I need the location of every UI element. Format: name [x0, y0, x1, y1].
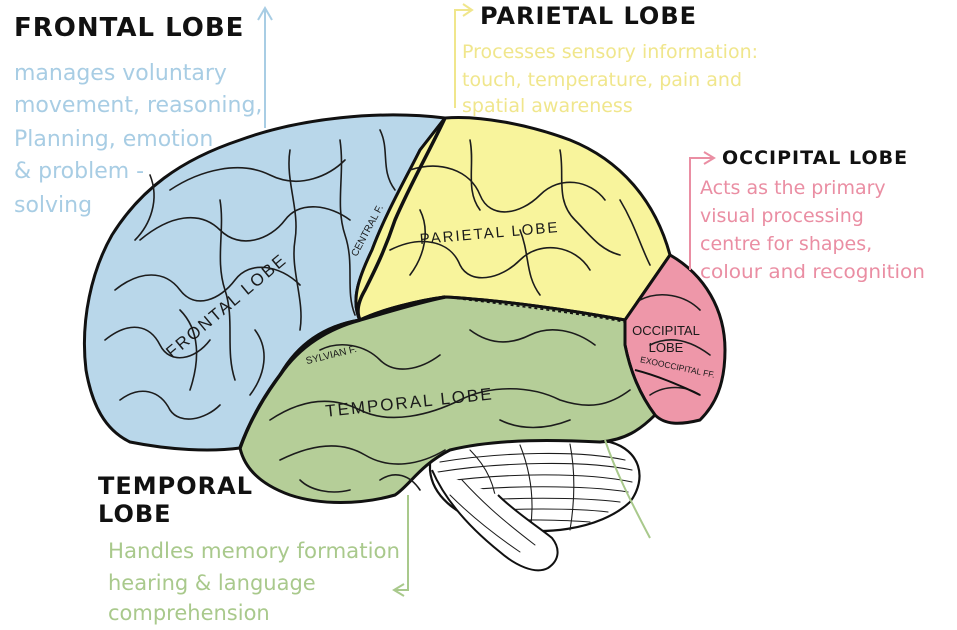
parietal-gyri	[389, 139, 651, 296]
occipital-note-line-4: colour and recognition	[700, 261, 925, 283]
frontal-note-line-1: manages voluntary	[14, 61, 227, 86]
parietal-lobe-note: PARIETAL LOBE Processes sensory informat…	[454, 2, 758, 117]
temporal-note-title-line-1: TEMPORAL	[98, 472, 253, 500]
frontal-note-line-4: & problem -	[14, 159, 144, 184]
occipital-lobe-label-line-1: OCCIPITAL	[632, 323, 700, 338]
parietal-note-line-3: spatial awareness	[462, 95, 633, 117]
frontal-note-line-2: movement, reasoning,	[14, 93, 262, 118]
exooccipital-fissure	[634, 369, 701, 396]
temporal-gyri	[269, 329, 631, 493]
parietal-note-line-1: Processes sensory information:	[462, 41, 758, 63]
temporal-note-line-1: Handles memory formation	[108, 539, 400, 563]
occipital-note-line-2: visual processing	[700, 205, 864, 227]
brain-stem	[431, 469, 559, 572]
sylvian-fissure	[238, 295, 446, 449]
frontal-note-title: FRONTAL LOBE	[14, 13, 244, 43]
occipital-lobe-note: OCCIPITAL LOBE Acts as the primary visua…	[689, 147, 925, 283]
parietal-note-title: PARIETAL LOBE	[480, 2, 697, 30]
occipital-note-line-3: centre for shapes,	[700, 233, 872, 255]
occipital-note-title: OCCIPITAL LOBE	[722, 147, 908, 169]
temporal-note-line-2: hearing & language	[108, 571, 316, 595]
frontal-note-line-3: Planning, emotion	[14, 127, 213, 152]
temporal-note-title-line-2: LOBE	[98, 500, 172, 528]
parietal-note-arrow	[454, 3, 474, 108]
temporal-annotation-stroke	[604, 439, 651, 539]
occipital-note-arrow	[689, 151, 716, 270]
frontal-note-arrow	[257, 6, 273, 128]
frontal-lobe-note: FRONTAL LOBE manages voluntary movement,…	[14, 6, 273, 218]
temporal-lobe-note: TEMPORAL LOBE Handles memory formation h…	[98, 472, 409, 625]
occipital-note-line-1: Acts as the primary	[700, 177, 886, 199]
temporal-note-line-3: comprehension	[108, 601, 270, 625]
parietal-note-line-2: touch, temperature, pain and	[462, 69, 742, 91]
temporal-note-arrow	[392, 495, 409, 597]
occipital-lobe-label-line-2: LOBE	[649, 340, 684, 355]
central-fissure	[356, 117, 447, 321]
frontal-note-line-5: solving	[14, 193, 92, 218]
frontal-gyri	[104, 129, 396, 420]
